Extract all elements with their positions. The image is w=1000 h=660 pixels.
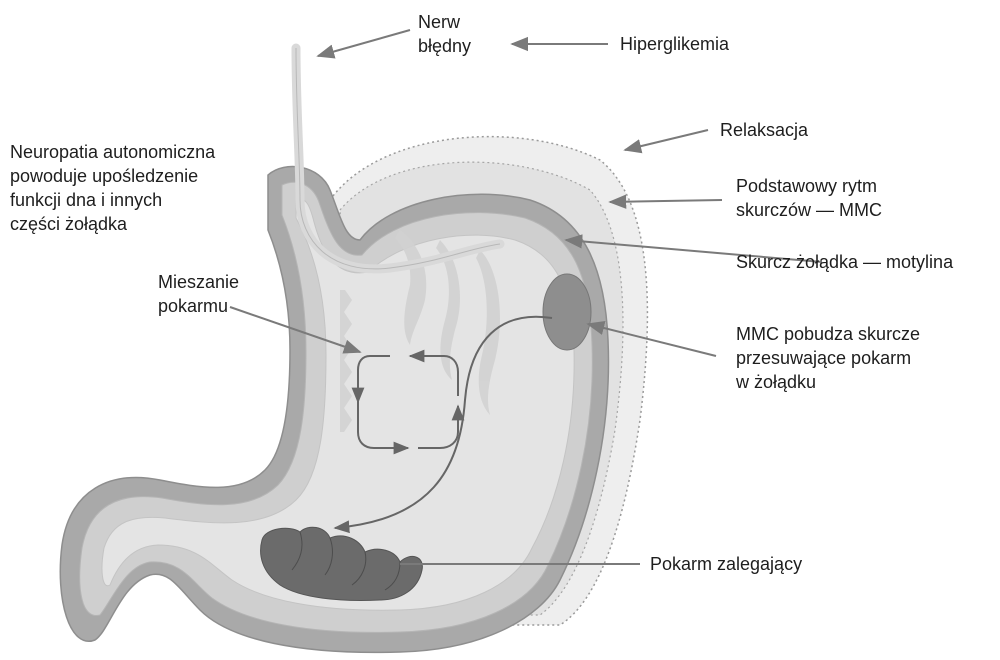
mmc-stimulates-line1: MMC pobudza skurcze	[736, 322, 920, 346]
pacemaker-region	[543, 274, 591, 350]
neuropathy-line1: Neuropatia autonomiczna	[10, 140, 215, 164]
mmc-stimulates-label: MMC pobudza skurcze przesuwające pokarm …	[736, 322, 920, 394]
neuropathy-line4: części żołądka	[10, 212, 215, 236]
hyperglycemia-label: Hiperglikemia	[620, 32, 729, 56]
mixing-label: Mieszanie pokarmu	[158, 270, 239, 318]
contraction-label: Skurcz żołądka — motylina	[736, 250, 953, 274]
basic-rhythm-line2: skurczów — MMC	[736, 198, 882, 222]
mmc-stimulates-line2: przesuwające pokarm	[736, 346, 920, 370]
neuropathy-label: Neuropatia autonomiczna powoduje upośled…	[10, 140, 215, 236]
vagus-nerve-label-line1: Nerw	[418, 10, 471, 34]
retained-food-label: Pokarm zalegający	[650, 552, 802, 576]
vagus-nerve-label: Nerw błędny	[418, 10, 471, 58]
basic-rhythm-label: Podstawowy rytm skurczów — MMC	[736, 174, 882, 222]
vagus-nerve-label-line2: błędny	[418, 34, 471, 58]
neuropathy-line2: powoduje upośledzenie	[10, 164, 215, 188]
basic-rhythm-line1: Podstawowy rytm	[736, 174, 882, 198]
neuropathy-line3: funkcji dna i innych	[10, 188, 215, 212]
mixing-line1: Mieszanie	[158, 270, 239, 294]
relaxation-label: Relaksacja	[720, 118, 808, 142]
mmc-stimulates-line3: w żołądku	[736, 370, 920, 394]
mixing-line2: pokarmu	[158, 294, 239, 318]
